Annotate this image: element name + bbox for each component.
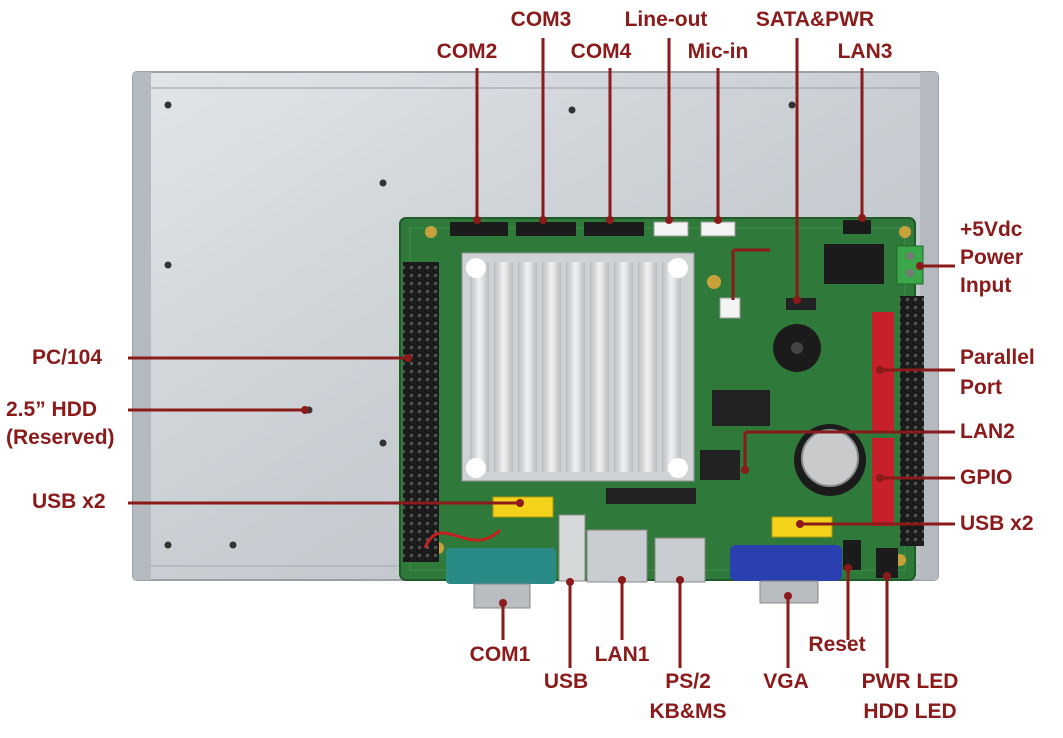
sata-connector: [786, 298, 816, 310]
com1-connector: [446, 548, 556, 584]
label-hdd-led: HDD LED: [863, 700, 957, 723]
label-hdd: 2.5” HDD (Reserved): [6, 398, 115, 450]
vga-connector: [730, 545, 842, 581]
chip: [606, 488, 696, 504]
label-com4: COM4: [570, 40, 632, 63]
label-com2: COM2: [436, 40, 498, 63]
label-parallel-port-line-1: Parallel: [960, 346, 1035, 369]
label-lan2: LAN2: [960, 420, 1015, 443]
label-lan3: LAN3: [837, 40, 893, 63]
label-pwr-led: PWR LED: [861, 670, 959, 693]
label-usb-x2-left: USB x2: [32, 490, 106, 513]
label-mic-in: Mic-in: [687, 40, 749, 63]
label-power-input-line-1: +5Vdc: [960, 218, 1023, 241]
label-ps2-line-1: PS/2: [665, 670, 711, 693]
label-line-out: Line-out: [624, 8, 708, 31]
label-power-input-line-3: Input: [960, 274, 1012, 297]
mic-in-connector: [700, 221, 736, 237]
label-gpio: GPIO: [960, 466, 1013, 489]
label-pc104: PC/104: [32, 346, 103, 369]
label-ps2: PS/2 KB&MS: [650, 670, 727, 724]
lan3-header: [843, 220, 871, 234]
leader-lines: [128, 38, 955, 668]
chip: [700, 450, 740, 480]
label-pwr-hdd-led: PWR LED HDD LED: [862, 670, 959, 724]
label-parallel-port: Parallel Port: [960, 346, 1035, 400]
label-lan1: LAN1: [594, 643, 650, 666]
label-sata-pwr: SATA&PWR: [755, 8, 875, 31]
label-power-input: +5Vdc Power Input: [960, 218, 1023, 298]
label-reset: Reset: [808, 633, 866, 656]
com2-header: [450, 222, 508, 236]
line-out-connector: [653, 221, 689, 237]
coin-battery: [801, 429, 859, 487]
label-usb: USB: [543, 670, 589, 693]
label-com1: COM1: [469, 643, 531, 666]
com4-header: [584, 222, 644, 236]
label-hdd-line-1: 2.5” HDD: [6, 398, 98, 421]
sata-pwr-connector: [719, 297, 741, 319]
usb-port: [558, 514, 586, 582]
chip: [712, 390, 770, 426]
label-hdd-line-2: (Reserved): [6, 426, 115, 449]
com3-header: [516, 222, 576, 236]
lan1-port: [586, 529, 648, 583]
label-parallel-port-line-2: Port: [960, 376, 1002, 399]
ps2-port: [654, 537, 706, 583]
side-header: [900, 296, 924, 546]
label-com3: COM3: [510, 8, 572, 31]
label-power-input-line-2: Power: [960, 246, 1024, 269]
label-usb-x2-right: USB x2: [960, 512, 1034, 535]
cable: [423, 528, 502, 549]
heatsink: [461, 252, 695, 482]
lan-chip: [824, 244, 884, 284]
pc104-connector: [403, 262, 439, 562]
reset-button: [843, 540, 861, 570]
gpio-connector: [872, 438, 894, 526]
led-header: [876, 548, 898, 578]
label-vga: VGA: [763, 670, 809, 693]
label-ps2-line-2: KB&MS: [649, 700, 727, 723]
usb-header-left: [492, 496, 554, 518]
